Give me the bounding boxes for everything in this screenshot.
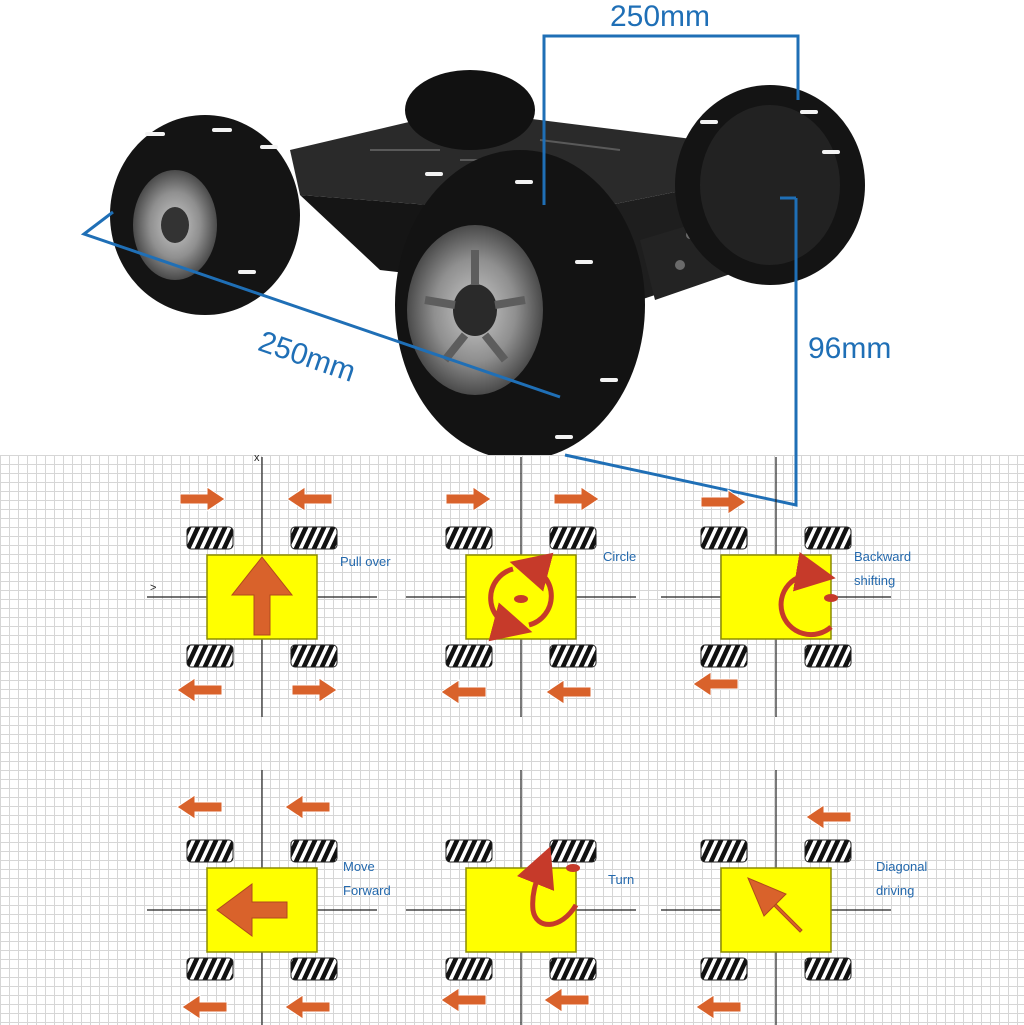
wheels [186,526,338,668]
rotation-arrows [488,552,554,642]
robot-body [720,554,832,640]
motion-arrows [440,486,600,705]
turn-arrow [517,846,579,927]
panel-turn [406,770,636,1025]
height-dimension-label: 96mm [808,332,892,365]
panel-backward-shifting [661,457,891,717]
motion-arrows [440,987,590,1013]
label-turn: Turn [608,872,635,887]
panel-move-forward [147,770,377,1025]
main-arrow [230,556,294,636]
label-circle: Circle [603,549,637,564]
label-move-forward: Move Forward [343,859,391,898]
wheels [700,839,852,981]
motion-arrows [176,486,338,703]
main-arrow [216,883,288,937]
wheel-front-left [110,115,300,315]
motion-arrows [695,804,852,1020]
wheel-back-left [405,70,535,150]
label-pull-over: Pull over [340,554,391,569]
panel-pull-over [147,457,377,717]
axis-y-label: x [254,452,260,464]
label-backward-shifting: Backward shifting [854,549,912,588]
robot-body [465,867,577,953]
wheels [186,839,338,981]
motion-arrows [692,489,747,697]
motion-arrows [176,794,331,1020]
main-arrow [747,877,803,933]
wheels [445,526,597,668]
axis-x-label: > [150,582,157,594]
panel-diagonal-driving [661,770,891,1025]
robot-body [720,867,832,953]
wheels [445,839,597,981]
shift-arrow [778,552,836,638]
panel-circle [406,457,636,717]
label-diagonal-driving: Diagonal driving [876,859,928,898]
width-dimension-label: 250mm [610,0,711,33]
wheels [700,526,852,668]
